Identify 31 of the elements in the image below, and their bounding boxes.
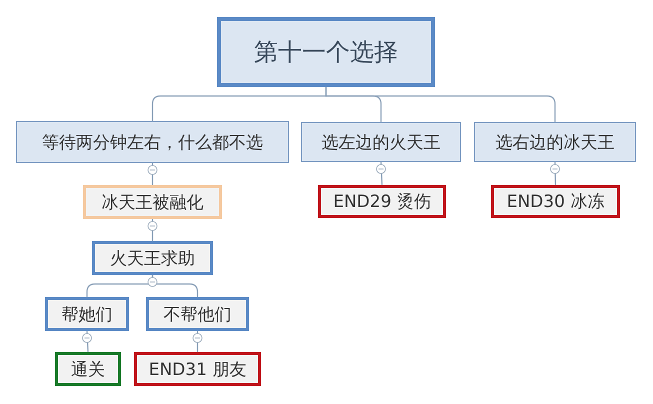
topic-box	[491, 185, 620, 218]
topic-text: 选右边的冰天王	[496, 132, 614, 154]
topic-box	[301, 122, 461, 162]
topic-box	[83, 185, 222, 219]
topic-text: 不帮他们	[164, 304, 232, 326]
connector-line	[152, 219, 154, 241]
topic-box	[146, 297, 249, 331]
topic-text: END29 烫伤	[333, 191, 431, 213]
topic-box	[45, 297, 129, 331]
topic-box	[55, 352, 121, 386]
topic-text: 第十一个选择	[254, 37, 398, 68]
topic-text: 火天王求助	[110, 248, 195, 270]
connector-line	[196, 331, 198, 352]
connector-line	[86, 330, 89, 352]
topic-text: 通关	[71, 358, 105, 380]
topic-box	[92, 241, 213, 275]
topic-text: END31 朋友	[148, 358, 246, 380]
topic-box	[134, 352, 261, 386]
topic-text: 等待两分钟左右，什么都不选	[42, 132, 263, 154]
topic-text: 冰天王被融化	[102, 192, 204, 214]
topic-box	[474, 122, 636, 162]
connector-line	[152, 163, 154, 185]
connector-line	[380, 162, 383, 186]
topic-box	[217, 17, 435, 87]
topic-text: END30 冰冻	[506, 191, 604, 213]
topic-text: 选左边的火天王	[322, 132, 440, 154]
topic-box	[318, 185, 446, 218]
connector-line	[554, 162, 556, 186]
topic-box	[16, 121, 289, 163]
connector-line	[325, 87, 556, 122]
topic-text: 帮她们	[62, 304, 112, 326]
